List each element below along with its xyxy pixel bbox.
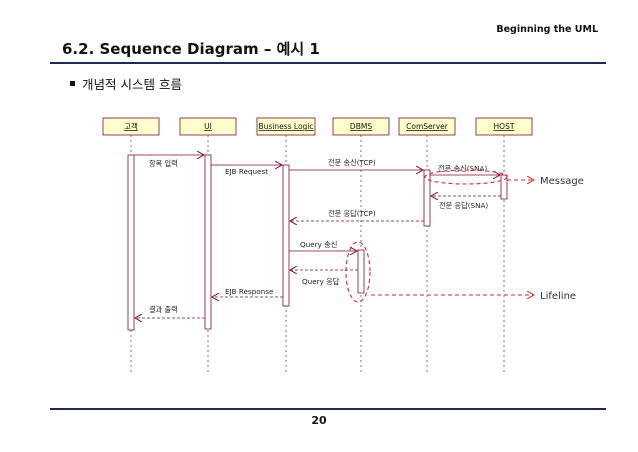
participant-label-5: HOST <box>494 122 515 131</box>
bullet-text: 개념적 시스템 흐름 <box>82 77 182 92</box>
participant-label-0: 고객 <box>124 121 138 131</box>
bullet-item: 개념적 시스템 흐름 <box>70 74 182 93</box>
message-label-4: 전문 응답(SNA) <box>439 201 488 210</box>
message-highlight-ellipse <box>424 169 508 185</box>
lifeline-highlight-ellipse <box>345 241 371 303</box>
participant-label-4: ComServer <box>406 122 449 131</box>
participant-1: UI <box>179 117 237 136</box>
page-number: 20 <box>311 414 327 427</box>
participant-3: DBMS <box>332 117 390 136</box>
activation-0 <box>127 154 135 331</box>
activation-5 <box>500 174 508 200</box>
message-arrows <box>134 155 501 318</box>
message-label-0: 항목 입력 <box>149 159 178 168</box>
participant-4: ComServer <box>398 117 456 136</box>
participant-0: 고객 <box>102 117 160 136</box>
message-label-1: EJB Request <box>225 167 268 176</box>
message-label-8: EJB Response <box>225 287 274 296</box>
slide-title: 6.2. Sequence Diagram – 예시 1 <box>62 40 320 58</box>
participant-label-3: DBMS <box>350 122 372 131</box>
message-label-5: 전문 응답(TCP) <box>328 209 376 218</box>
message-label-9: 결과 출력 <box>149 305 178 314</box>
participant-5: HOST <box>475 117 533 136</box>
message-label-7: Query 응답 <box>302 277 340 286</box>
activation-2 <box>282 164 290 307</box>
participant-label-2: Business Logic <box>258 122 313 131</box>
header-right-title: Beginning the UML <box>496 24 598 35</box>
message-label-6: Query 송신 <box>300 240 337 249</box>
bullet-square-icon <box>70 81 75 86</box>
activation-3 <box>357 249 365 294</box>
participant-label-1: UI <box>204 122 212 131</box>
bottom-rule <box>50 408 606 410</box>
message-annotation-label: Message <box>540 176 584 187</box>
top-rule <box>50 62 606 64</box>
activation-1 <box>204 154 212 330</box>
message-label-2: 전문 송신(TCP) <box>328 158 376 167</box>
participant-2: Business Logic <box>256 117 316 136</box>
annotation-shapes <box>345 169 534 303</box>
message-label-3: 전문 송신(SNA) <box>438 164 487 173</box>
activation-4 <box>423 169 431 227</box>
lifeline-annotation-label: Lifeline <box>540 291 576 302</box>
activation-bars <box>127 154 508 331</box>
